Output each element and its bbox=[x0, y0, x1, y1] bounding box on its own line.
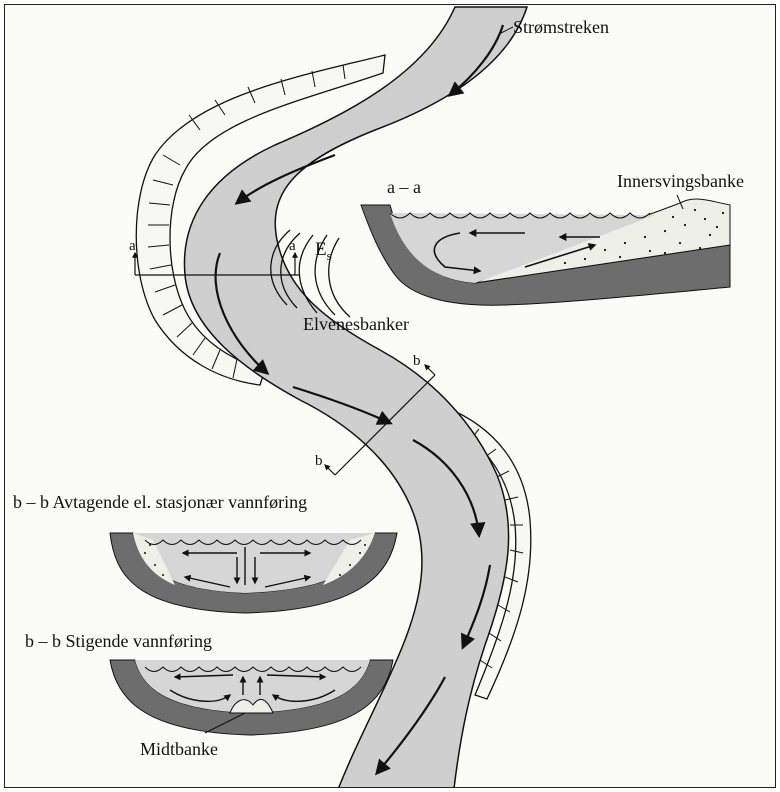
label-mark-b-bottom: b bbox=[315, 453, 323, 469]
river-meander-diagram: Strømstreken Innersvingsbanke a – a Es E… bbox=[5, 5, 776, 788]
label-mark-a-right: a bbox=[289, 238, 296, 254]
label-mark-a-left: a bbox=[129, 238, 136, 254]
cross-section-bb-avtagende bbox=[110, 533, 397, 613]
figure-frame: Strømstreken Innersvingsbanke a – a Es E… bbox=[4, 4, 776, 788]
label-stromstreken: Strømstreken bbox=[513, 17, 609, 37]
label-mark-b-top: b bbox=[413, 353, 421, 369]
point-bar-arc bbox=[329, 238, 350, 317]
label-section-aa: a – a bbox=[387, 177, 421, 197]
label-midtbanke: Midtbanke bbox=[140, 739, 218, 759]
label-bb-stigende: b – b Stigende vannføring bbox=[25, 631, 212, 651]
label-innersvingsbanke: Innersvingsbanke bbox=[617, 171, 744, 191]
label-es: Es bbox=[315, 239, 332, 263]
label-elvenesbanker: Elvenesbanker bbox=[303, 314, 409, 334]
cross-section-aa bbox=[361, 195, 730, 305]
label-bb-avtagende: b – b Avtagende el. stasjonær vannføring bbox=[13, 492, 307, 512]
cross-section-bb-stigende bbox=[110, 660, 393, 735]
